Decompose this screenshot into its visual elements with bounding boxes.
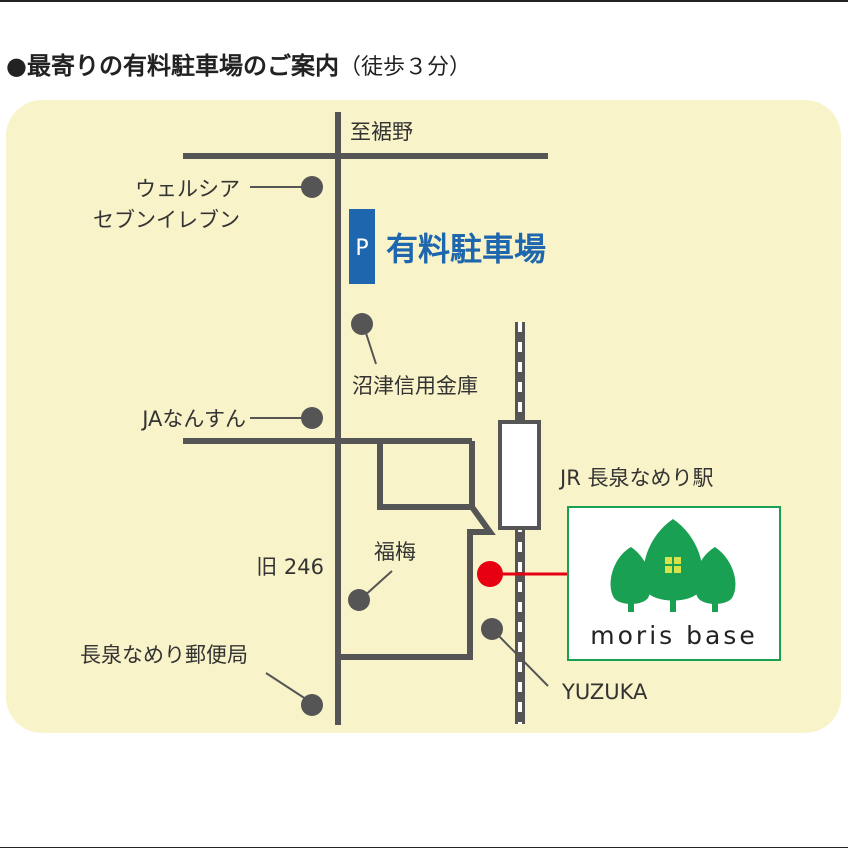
roads [183,112,548,725]
top-rule [0,0,848,2]
yuzuka-marker [481,618,503,640]
station-building [498,420,541,530]
parking-icon [349,209,375,284]
fukuume-marker [348,589,370,611]
ja-marker [301,407,323,429]
route-label: 旧 246 [256,555,324,579]
post-office-label: 長泉なめり郵便局 [80,643,248,667]
welcia-seven-eleven-marker [301,176,323,198]
north-direction-label: 至裾野 [350,120,413,144]
yuzuka-label: YUZUKA [561,680,648,704]
fukuume-label: 福梅 [374,540,416,564]
ja-label: JAなんすん [140,407,246,431]
heading-walk-note: （徒歩３分） [338,55,471,80]
road-loop [377,441,475,510]
heading-title: ●最寄りの有料駐車場のご案内 [6,52,339,80]
tree-icon [610,519,736,612]
welcia-label: ウェルシア [135,177,240,201]
shinkin-bank-marker [351,313,373,335]
brand-name: moris base [590,621,757,650]
bottom-rule [0,847,848,848]
road-side-street [338,505,496,660]
landmark-markers [301,176,503,716]
post-office-marker [301,694,323,716]
moris-base-logo: moris base [567,506,781,661]
station-label: JR 長泉なめり駅 [558,466,713,490]
destination-marker [477,561,503,587]
parking-symbol: P [355,236,368,261]
seven-eleven-label: セブンイレブン [93,208,240,232]
house-window-icon [665,557,681,573]
page-title: ●最寄りの有料駐車場のご案内（徒歩３分） [6,46,471,81]
parking-name: 有料駐車場 [386,230,546,268]
shinkin-bank-label: 沼津信用金庫 [352,374,478,398]
